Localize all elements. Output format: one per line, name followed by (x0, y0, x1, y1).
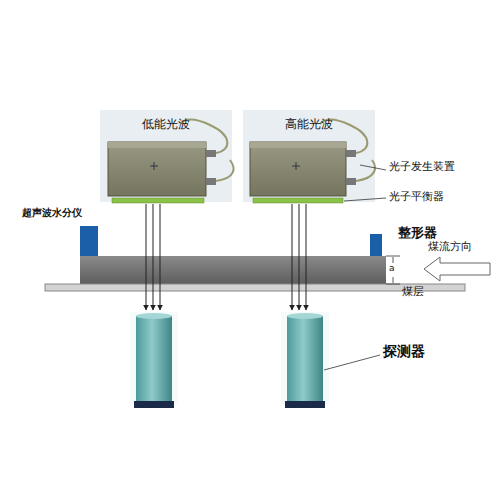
moisture-meter (80, 226, 98, 256)
part-label: 光子发生装置 (389, 160, 455, 173)
generator-panel: 高能光波 (243, 110, 375, 144)
part-label: a (389, 263, 395, 274)
leader-line (324, 165, 386, 370)
dimension-line (386, 256, 400, 284)
part-label: 煤层 (402, 285, 424, 298)
panel (243, 110, 375, 202)
flow-arrow (424, 257, 490, 281)
part-label: 煤流方向 (428, 240, 472, 253)
shaper (370, 234, 382, 256)
detector (281, 312, 329, 408)
coal-layer (80, 256, 386, 284)
part-label: 整形器 (398, 225, 437, 241)
part-label: 超声波水分仪 (22, 207, 82, 219)
detector (130, 312, 178, 408)
photon-generator (250, 120, 375, 196)
part-label: 光子平衡器 (389, 190, 444, 203)
wave-label: 高能光波 (243, 110, 375, 133)
photon-balancer (253, 198, 343, 203)
panel (100, 110, 232, 202)
photon-generator (108, 120, 233, 196)
wave-label: 低能光波 (100, 110, 232, 133)
photon-balancer (112, 198, 204, 203)
generator-panel: 低能光波 (100, 110, 232, 144)
beam-arrow (146, 204, 306, 310)
part-label: 探测器 (383, 343, 425, 360)
